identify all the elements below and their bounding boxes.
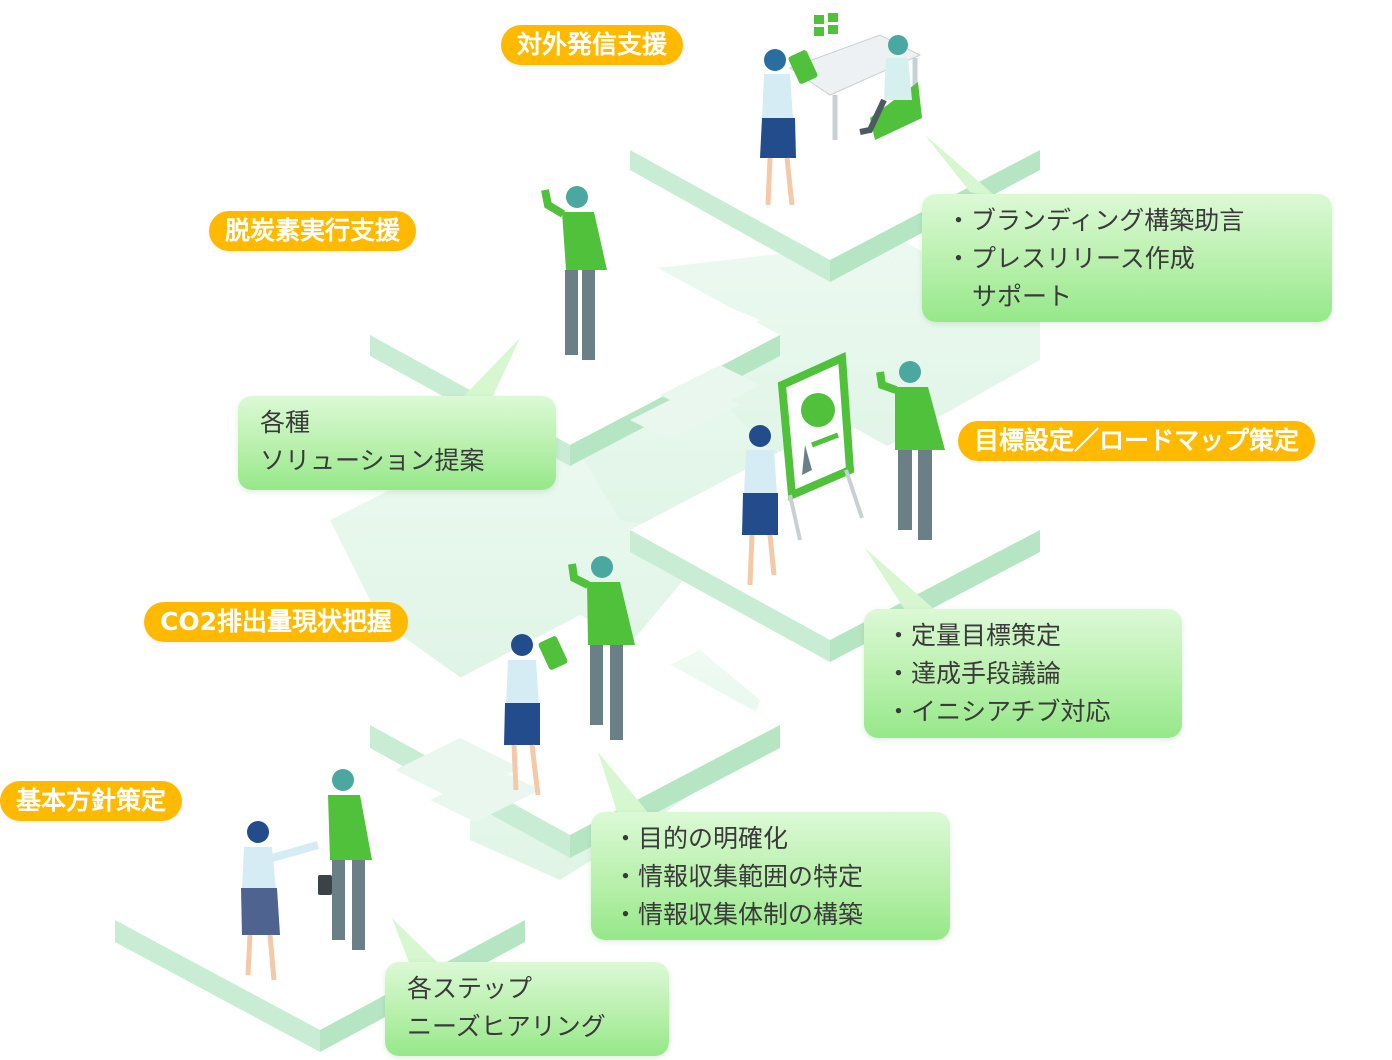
- bubble-line: ソリューション提案: [260, 446, 485, 475]
- bubble-kihon: 各ステップ ニーズヒアリング: [385, 962, 669, 1056]
- handshake-scene: [241, 769, 372, 981]
- bullet-item: ・目的の明確化: [613, 824, 789, 853]
- bullet-item: ・プレスリリース作成: [946, 244, 1195, 273]
- step-label-kihon: 基本方針策定: [0, 781, 183, 821]
- bubble-tails: [392, 135, 1000, 965]
- bubble-taigai: ・ブランディング構築助言 ・プレスリリース作成 サポート: [922, 194, 1332, 322]
- bullet-item: ・達成手段議論: [886, 659, 1062, 688]
- bubble-line: ニーズヒアリング: [407, 1012, 606, 1041]
- co2-scene: [504, 556, 635, 796]
- bullet-item: ・イニシアチブ対応: [886, 697, 1111, 726]
- bubble-mokuhyo: ・定量目標策定 ・達成手段議論 ・イニシアチブ対応: [864, 609, 1182, 738]
- bullet-item: ・ブランディング構築助言: [946, 206, 1245, 235]
- man-pointing-upper: [541, 186, 607, 360]
- step-label-taigai: 対外発信支援: [501, 25, 684, 65]
- bubble-co2: ・目的の明確化 ・情報収集範囲の特定 ・情報収集体制の構築: [591, 812, 950, 940]
- bubble-datsutanso: 各種 ソリューション提案: [238, 396, 556, 490]
- platform-lower: [370, 615, 780, 858]
- step-label-mokuhyo: 目標設定／ロードマップ策定: [958, 421, 1316, 461]
- bullet-item: ・定量目標策定: [886, 621, 1062, 650]
- presentation-scene: [742, 352, 945, 586]
- bullet-continuation: サポート: [972, 282, 1073, 311]
- step-label-datsutanso: 脱炭素実行支援: [209, 211, 417, 251]
- meeting-desk-scene: [760, 13, 922, 206]
- bubble-line: 各ステップ: [407, 974, 533, 1003]
- bullet-item: ・情報収集範囲の特定: [613, 862, 864, 891]
- bullet-item: ・情報収集体制の構築: [613, 900, 864, 929]
- bubble-line: 各種: [260, 408, 311, 437]
- step-label-co2: CO2排出量現状把握: [144, 602, 408, 642]
